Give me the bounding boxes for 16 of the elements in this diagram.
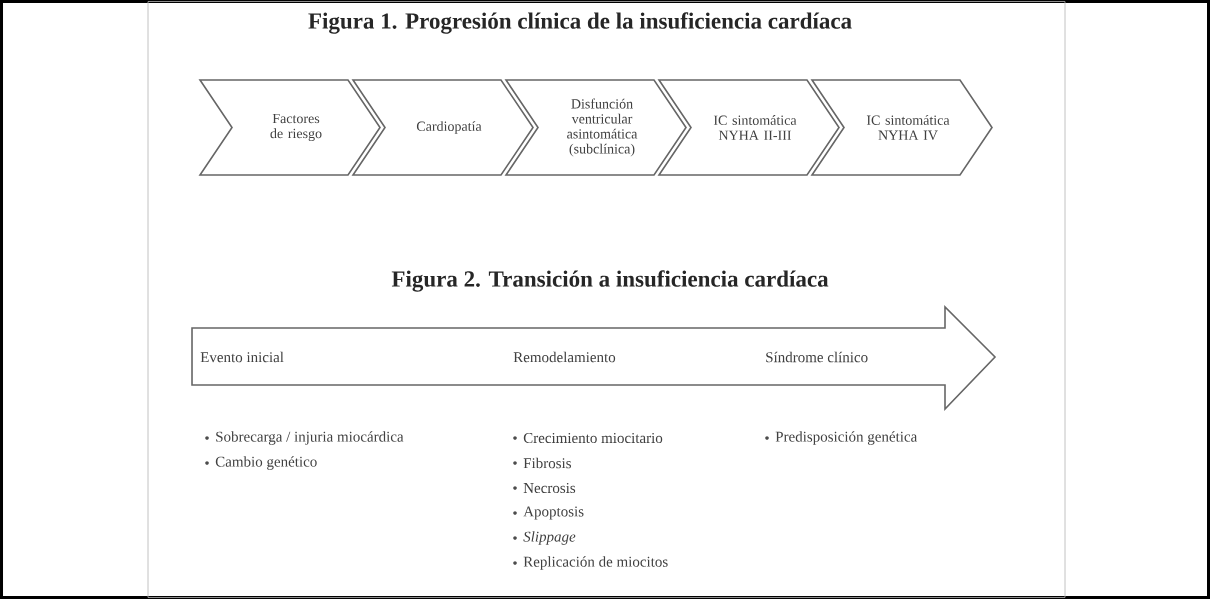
chevron-step: IC sintomática NYHA IV	[810, 79, 993, 176]
list-item: Sobrecarga / injuria miocárdica	[216, 431, 404, 445]
chevron-step: Factores de riesgo	[198, 79, 381, 176]
list-item: Cambio genético	[215, 456, 317, 470]
arrow-band: Evento inicial Remodelamiento Síndrome clínico	[191, 305, 997, 411]
list-item: Apoptosis	[523, 506, 584, 520]
list-item: Predisposición genética	[775, 431, 918, 445]
list-item: Necrosis	[523, 482, 576, 494]
chevron-step: Disfunción ventricular asintomática (subclínica)	[504, 79, 687, 176]
chevron-step: Cardiopatía	[351, 79, 534, 176]
list-item: Crecimiento miocitario	[523, 432, 663, 444]
chevron-step: IC sintomática NYHA II-III	[657, 79, 840, 176]
list-item: Replicación de miocitos	[523, 556, 668, 570]
list-item: Slippage	[523, 531, 576, 545]
figure-title: Figura 1. Progresión clínica de la insuficiencia cardíaca	[308, 12, 852, 34]
list-item: Fibrosis	[523, 457, 571, 469]
